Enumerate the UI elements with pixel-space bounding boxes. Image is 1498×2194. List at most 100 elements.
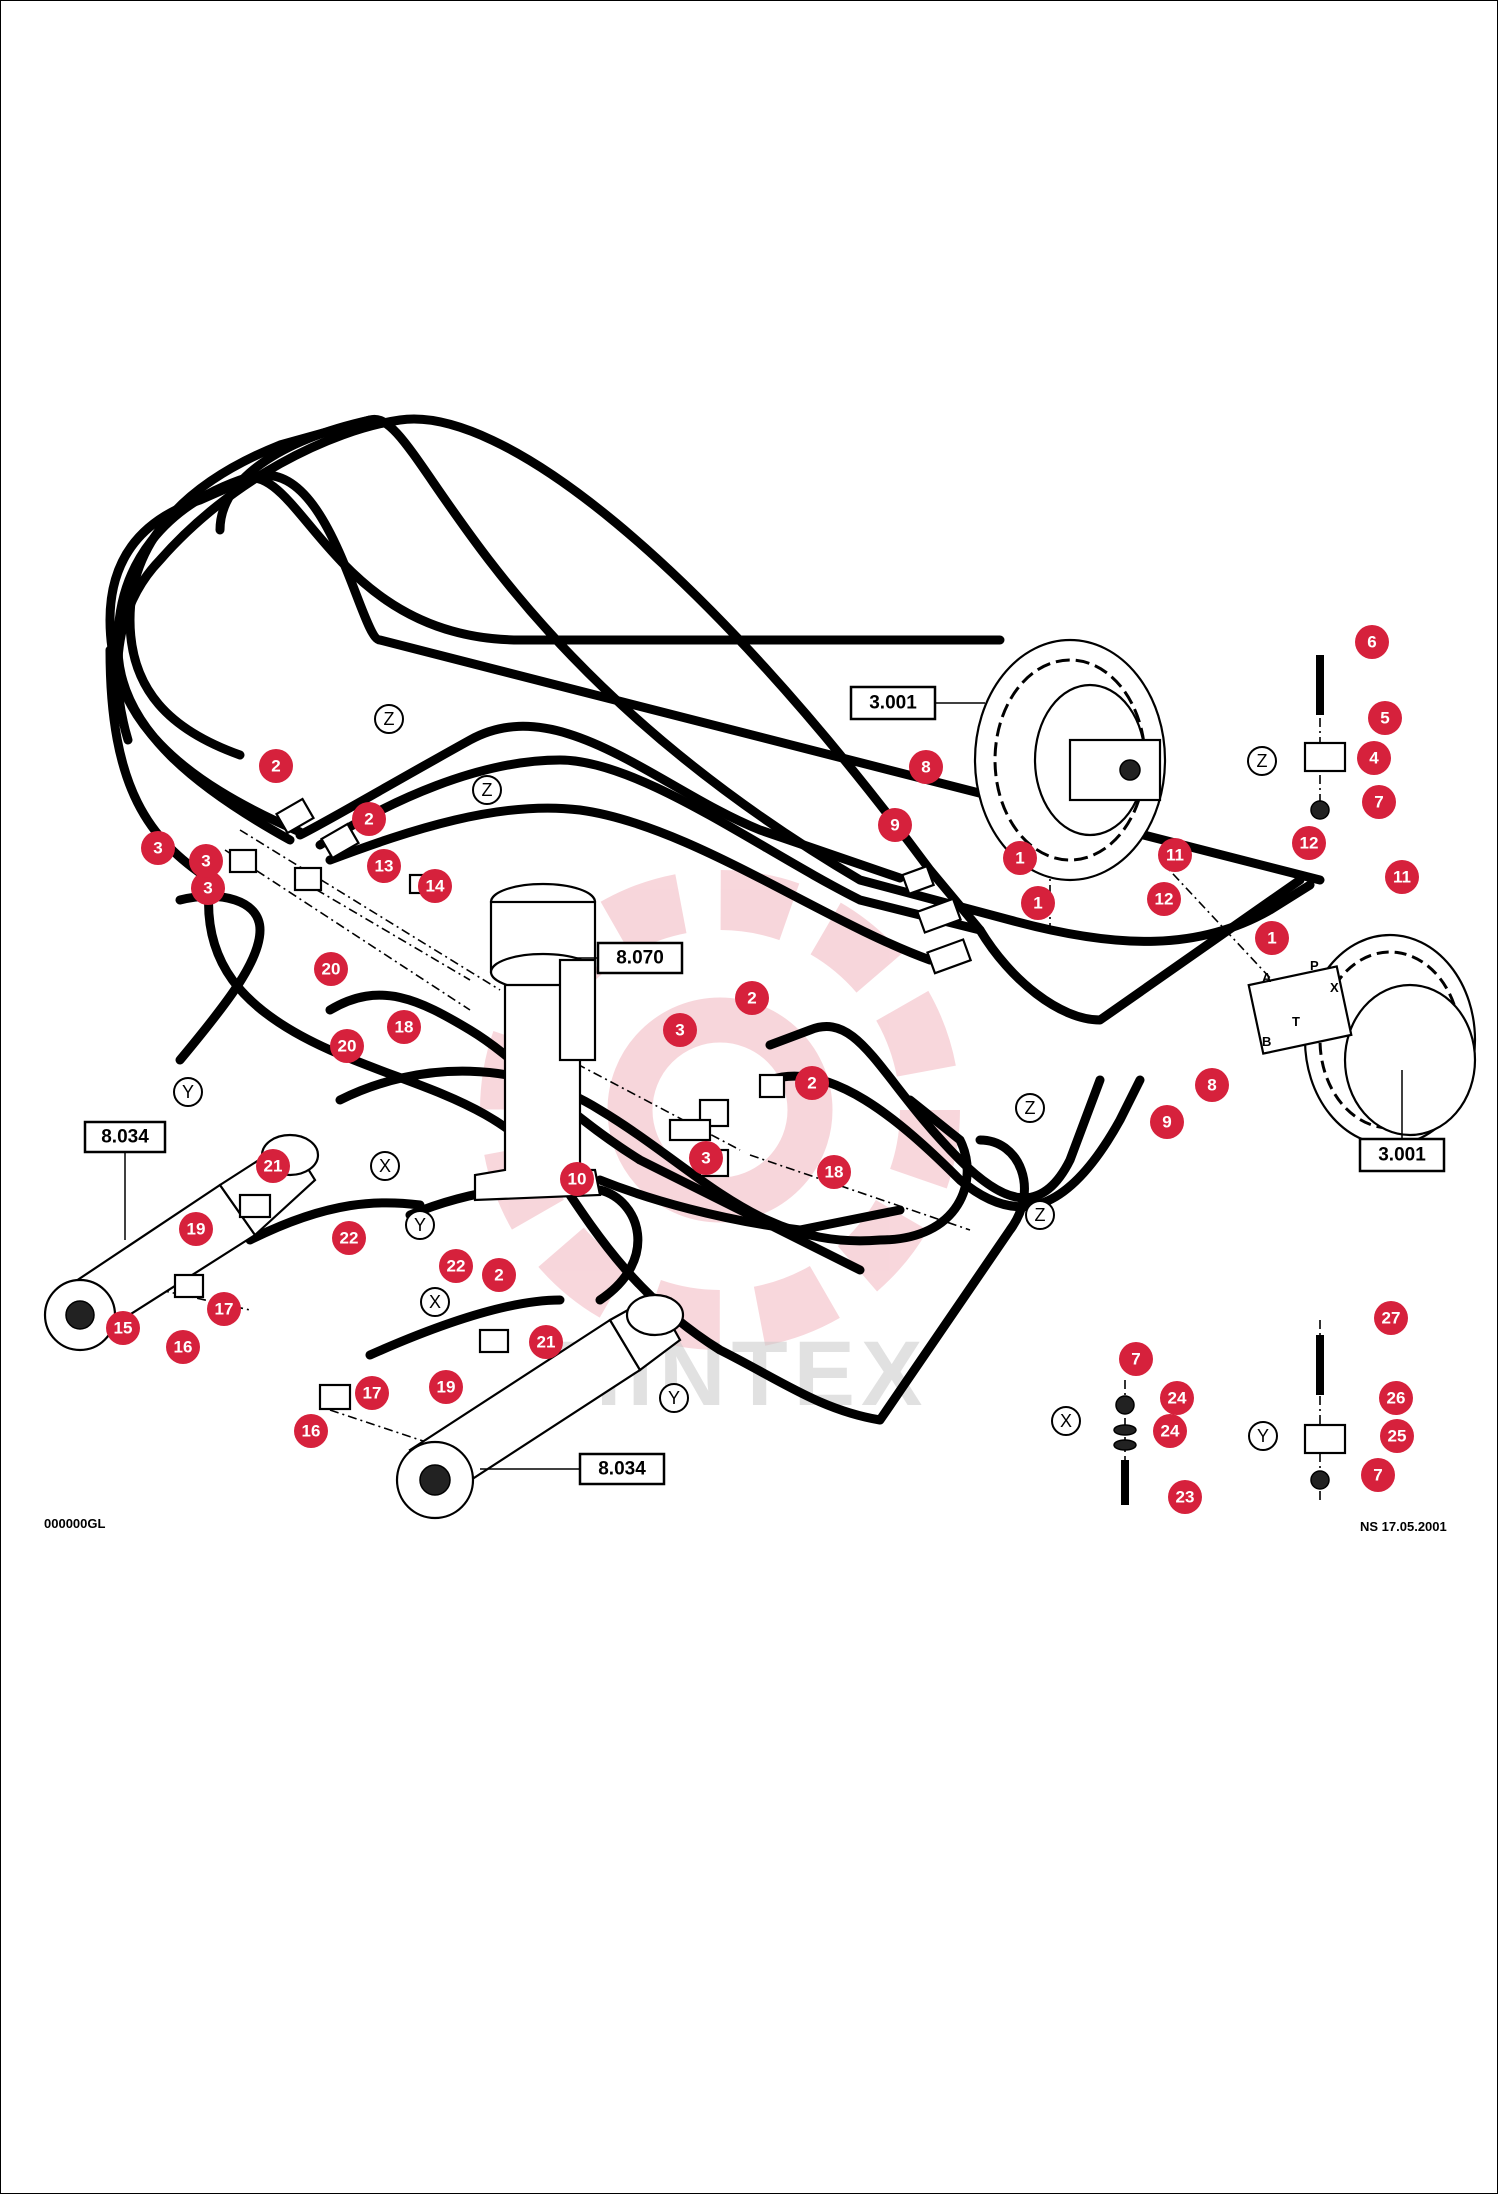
- callout-6[interactable]: 6: [1355, 625, 1389, 659]
- callout-1[interactable]: 1: [1021, 886, 1055, 920]
- callout-26[interactable]: 26: [1379, 1381, 1413, 1415]
- svg-text:15: 15: [114, 1319, 133, 1338]
- callout-10[interactable]: 10: [560, 1162, 594, 1196]
- footer-right-code: NS 17.05.2001: [1360, 1519, 1447, 1534]
- svg-text:24: 24: [1168, 1389, 1187, 1408]
- callout-17[interactable]: 17: [207, 1292, 241, 1326]
- svg-text:9: 9: [1162, 1113, 1171, 1132]
- callout-2[interactable]: 2: [735, 981, 769, 1015]
- callout-1[interactable]: 1: [1255, 921, 1289, 955]
- callout-27[interactable]: 27: [1374, 1301, 1408, 1335]
- callout-22[interactable]: 22: [439, 1249, 473, 1283]
- callout-3[interactable]: 3: [141, 831, 175, 865]
- callout-18[interactable]: 18: [817, 1155, 851, 1189]
- ref-box-8070: 8.070: [575, 941, 684, 975]
- callout-7[interactable]: 7: [1361, 1458, 1395, 1492]
- svg-text:18: 18: [825, 1163, 844, 1182]
- callout-16[interactable]: 16: [166, 1330, 200, 1364]
- svg-text:1: 1: [1015, 849, 1024, 868]
- swivel-joint: [473, 882, 602, 1202]
- callout-3[interactable]: 3: [663, 1013, 697, 1047]
- svg-text:2: 2: [747, 989, 756, 1008]
- ref-box-3001-bottom: 3.001: [1358, 1070, 1446, 1173]
- callout-22[interactable]: 22: [332, 1221, 366, 1255]
- connection-letter-x: X: [420, 1287, 450, 1317]
- callout-20[interactable]: 20: [330, 1029, 364, 1063]
- callout-4[interactable]: 4: [1357, 741, 1391, 775]
- callout-2[interactable]: 2: [795, 1066, 829, 1100]
- connection-letter-z: Z: [1247, 746, 1277, 776]
- svg-text:2: 2: [807, 1074, 816, 1093]
- callout-24[interactable]: 24: [1160, 1381, 1194, 1415]
- callout-11[interactable]: 11: [1385, 860, 1419, 894]
- port-p: P: [1310, 958, 1319, 973]
- svg-text:22: 22: [447, 1257, 466, 1276]
- connection-letter-y: Y: [173, 1077, 203, 1107]
- callout-2[interactable]: 2: [482, 1258, 516, 1292]
- port-b: B: [1262, 1034, 1271, 1049]
- svg-text:3: 3: [153, 839, 162, 858]
- callout-7[interactable]: 7: [1362, 785, 1396, 819]
- callout-21[interactable]: 21: [256, 1149, 290, 1183]
- svg-text:3: 3: [701, 1149, 710, 1168]
- callout-12[interactable]: 12: [1147, 882, 1181, 916]
- connection-letter-y: Y: [659, 1383, 689, 1413]
- callout-24[interactable]: 24: [1153, 1414, 1187, 1448]
- ref-box-8034-left: 8.034: [83, 1120, 167, 1240]
- svg-text:12: 12: [1155, 890, 1174, 909]
- svg-text:7: 7: [1131, 1350, 1140, 1369]
- svg-text:Y: Y: [182, 1082, 194, 1102]
- svg-text:Y: Y: [668, 1388, 680, 1408]
- callout-20[interactable]: 20: [314, 952, 348, 986]
- svg-text:11: 11: [1393, 868, 1411, 887]
- svg-text:20: 20: [338, 1037, 357, 1056]
- callout-18[interactable]: 18: [387, 1010, 421, 1044]
- callout-13[interactable]: 13: [367, 849, 401, 883]
- hose-lines: [105, 414, 1325, 1425]
- callout-19[interactable]: 19: [429, 1370, 463, 1404]
- svg-text:12: 12: [1300, 834, 1319, 853]
- svg-text:20: 20: [322, 960, 341, 979]
- svg-text:8.034: 8.034: [101, 1127, 149, 1148]
- connection-letter-z: Z: [1015, 1093, 1045, 1123]
- callout-23[interactable]: 23: [1168, 1480, 1202, 1514]
- callout-16[interactable]: 16: [294, 1414, 328, 1448]
- callout-12[interactable]: 12: [1292, 826, 1326, 860]
- callout-5[interactable]: 5: [1368, 701, 1402, 735]
- svg-text:Z: Z: [482, 780, 493, 800]
- callout-9[interactable]: 9: [1150, 1105, 1184, 1139]
- svg-text:8.034: 8.034: [598, 1459, 646, 1480]
- callout-2[interactable]: 2: [259, 749, 293, 783]
- svg-text:4: 4: [1369, 749, 1379, 768]
- callout-3[interactable]: 3: [689, 1141, 723, 1175]
- svg-text:19: 19: [437, 1378, 456, 1397]
- callout-17[interactable]: 17: [355, 1376, 389, 1410]
- callout-19[interactable]: 19: [179, 1212, 213, 1246]
- callout-1[interactable]: 1: [1003, 841, 1037, 875]
- callout-3[interactable]: 3: [189, 844, 223, 878]
- svg-text:3.001: 3.001: [1378, 1145, 1426, 1166]
- callout-21[interactable]: 21: [529, 1325, 563, 1359]
- svg-text:2: 2: [494, 1266, 503, 1285]
- callout-7[interactable]: 7: [1119, 1342, 1153, 1376]
- svg-text:7: 7: [1373, 1466, 1382, 1485]
- callout-14[interactable]: 14: [418, 869, 452, 903]
- callout-9[interactable]: 9: [878, 808, 912, 842]
- svg-text:10: 10: [568, 1170, 587, 1189]
- port-x: X: [1330, 980, 1339, 995]
- callout-8[interactable]: 8: [1195, 1068, 1229, 1102]
- callout-11[interactable]: 11: [1158, 838, 1192, 872]
- callout-15[interactable]: 15: [106, 1311, 140, 1345]
- svg-text:3: 3: [201, 852, 210, 871]
- callout-25[interactable]: 25: [1380, 1419, 1414, 1453]
- svg-text:3: 3: [203, 879, 212, 898]
- svg-text:Z: Z: [1025, 1098, 1036, 1118]
- callout-3[interactable]: 3: [191, 871, 225, 905]
- connection-letter-z: Z: [1025, 1200, 1055, 1230]
- callout-2[interactable]: 2: [352, 802, 386, 836]
- svg-text:17: 17: [363, 1384, 382, 1403]
- svg-text:16: 16: [302, 1422, 321, 1441]
- svg-text:23: 23: [1176, 1488, 1195, 1507]
- callout-8[interactable]: 8: [909, 750, 943, 784]
